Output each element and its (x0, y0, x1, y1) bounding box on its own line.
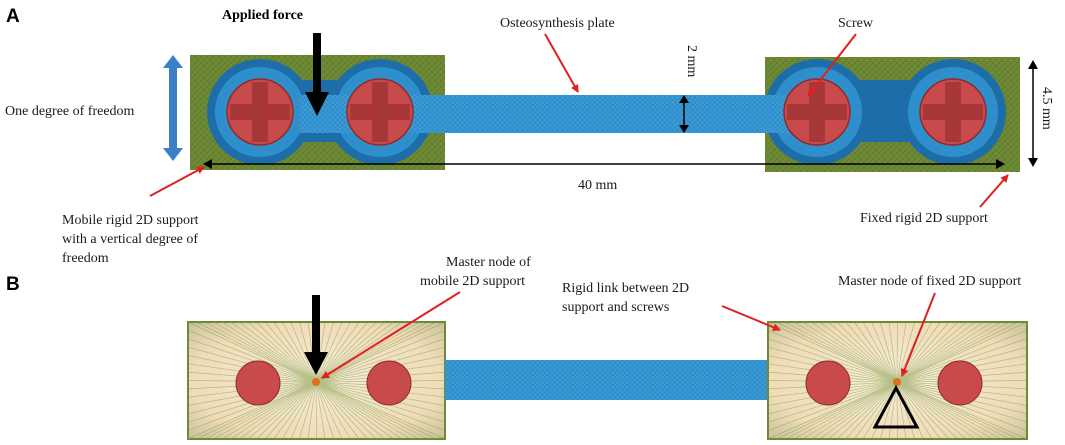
two-mm-label: 2 mm (684, 45, 699, 77)
applied-force-arrow (305, 33, 329, 116)
master-mobile-label-2: mobile 2D support (420, 274, 525, 289)
length-dimension (203, 159, 1005, 169)
osteo-plate-label: Osteosynthesis plate (500, 16, 615, 31)
panel-b-label: B (6, 274, 20, 295)
osteo-plate-pointer (544, 33, 579, 93)
rigid-link-label-1: Rigid link between 2D (562, 281, 689, 296)
width-dimension (1028, 60, 1038, 167)
master-node-fixed (893, 378, 901, 386)
master-mobile-label-1: Master node of (446, 255, 531, 270)
degree-of-freedom-arrow (163, 55, 183, 161)
screw-a-4 (919, 78, 987, 146)
four-five-mm-label: 4.5 mm (1039, 87, 1054, 130)
master-fixed-label: Master node of fixed 2D support (838, 274, 1021, 289)
forty-mm-label: 40 mm (578, 178, 617, 193)
applied-force-arrow-b (304, 295, 328, 375)
mobile-support-pointer (149, 166, 205, 197)
screw-b-3 (805, 360, 851, 406)
screw-label: Screw (838, 16, 874, 31)
master-mobile-pointer (321, 291, 461, 379)
screw-b-4 (937, 360, 983, 406)
rigid-link-pointer (721, 305, 781, 332)
panel-a-label: A (6, 6, 20, 27)
screw-a-1 (226, 78, 294, 146)
screw-pointer (807, 33, 857, 97)
fixed-support-triangle-icon (872, 384, 920, 429)
applied-force-label: Applied force (222, 8, 303, 23)
screw-a-3 (783, 78, 851, 146)
screw-a-2 (346, 78, 414, 146)
screw-b-2 (366, 360, 412, 406)
mobile-support-label-2: with a vertical degree of (62, 232, 198, 247)
rigid-link-label-2: support and screws (562, 300, 669, 315)
one-dof-label: One degree of freedom (5, 104, 135, 119)
mobile-support-label-3: freedom (62, 251, 109, 266)
fixed-support-label: Fixed rigid 2D support (860, 211, 988, 226)
mobile-support-label-1: Mobile rigid 2D support (62, 213, 199, 228)
screw-b-1 (235, 360, 281, 406)
master-node-mobile (312, 378, 320, 386)
fixed-support-pointer (979, 174, 1009, 208)
thickness-dimension (679, 95, 689, 133)
master-fixed-pointer (900, 292, 936, 377)
